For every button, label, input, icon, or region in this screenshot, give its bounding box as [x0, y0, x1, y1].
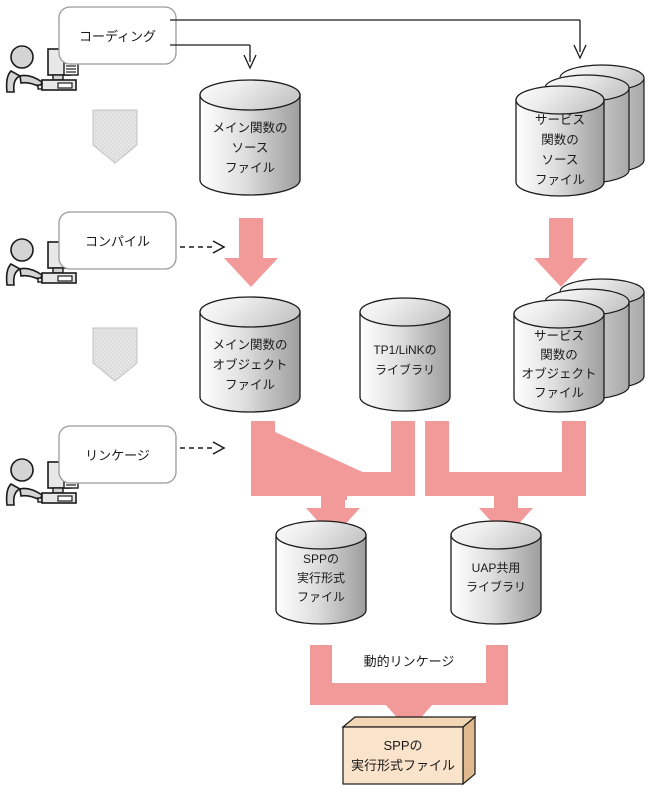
cylinder-label-line: ライブラリ	[466, 579, 526, 594]
box3d-label-line: 実行形式ファイル	[351, 758, 455, 773]
pink-merge-arrow-uap-library	[425, 421, 586, 538]
cylinder-stack-service-object: サービス 関数の オブジェクト ファイル	[513, 278, 645, 413]
cylinder-label-line: サービス	[535, 113, 585, 127]
cylinder-label-line: サービス	[534, 329, 584, 343]
stage-flow-pentagon	[92, 109, 138, 164]
cylinder-label-line: ファイル	[534, 386, 584, 400]
cylinder-main-object: メイン関数の オブジェクト ファイル	[199, 296, 301, 413]
stage-label-text: コンパイル	[85, 234, 150, 249]
stage-label-coding[interactable]: コーディング	[58, 6, 177, 65]
cylinder-label-line: ソース	[542, 153, 579, 167]
cylinder-label-line: オブジェクト	[212, 357, 287, 372]
coding-connector-lines	[170, 19, 587, 70]
cylinder-label-line: ソース	[232, 141, 269, 155]
cylinder-label-line: ファイル	[297, 590, 345, 604]
pink-arrow-compile-main	[224, 218, 278, 287]
dashed-arrow-compile	[180, 240, 226, 254]
cylinder-label-line: ファイル	[225, 378, 275, 392]
cylinder-uap-shared-library: UAP共用 ライブラリ	[450, 520, 542, 625]
pink-arrow-compile-service	[534, 218, 588, 287]
box3d-label-line: SPPの	[383, 738, 422, 753]
cylinder-label-line: 関数の	[540, 347, 578, 362]
cylinder-main-source: メイン関数の ソース ファイル	[199, 79, 301, 196]
cylinder-label-line: ライブラリ	[375, 362, 435, 377]
stage-label-linkage[interactable]: リンケージ	[58, 425, 177, 484]
stage-flow-pentagon	[92, 327, 138, 382]
cylinder-label-line: UAP共用	[472, 561, 521, 575]
dynamic-linkage-label: 動的リンケージ	[364, 654, 455, 669]
cylinder-label-line: ファイル	[535, 173, 585, 187]
cylinder-label-line: ファイル	[225, 161, 275, 175]
cylinder-label-line: SPPの	[303, 552, 339, 566]
cylinder-stack-service-source: サービス 関数の ソース ファイル	[515, 64, 645, 197]
cylinder-label-line: 関数の	[541, 132, 579, 147]
cylinder-label-line: メイン関数の	[212, 120, 287, 135]
cylinder-label-line: 実行形式	[297, 570, 345, 585]
pink-merge-arrow-spp-exec	[251, 421, 415, 538]
cylinder-tp1-library: TP1/LiNKの ライブラリ	[359, 297, 451, 412]
stage-label-text: リンケージ	[85, 448, 150, 463]
cylinder-label-line: オブジェクト	[521, 366, 596, 381]
box3d-spp-exec-file: SPPの 実行形式ファイル	[341, 715, 477, 786]
dashed-arrow-linkage	[180, 441, 226, 455]
cylinder-spp-exec-file: SPPの 実行形式 ファイル	[275, 520, 367, 625]
cylinder-label-line: TP1/LiNKの	[373, 343, 436, 357]
stage-label-text: コーディング	[79, 29, 156, 44]
cylinder-label-line: メイン関数の	[212, 337, 287, 352]
stage-label-compile[interactable]: コンパイル	[58, 211, 177, 270]
